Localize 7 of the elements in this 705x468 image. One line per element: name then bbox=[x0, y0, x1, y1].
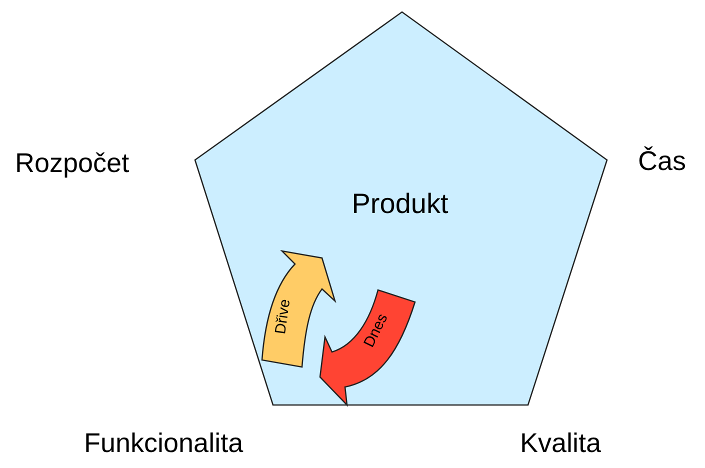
corner-label: Funkcionalita bbox=[84, 428, 244, 459]
corner-label: Kvalita bbox=[520, 428, 602, 459]
pentagon-label: Produkt bbox=[350, 188, 450, 220]
arrow-label: Dřive bbox=[271, 297, 295, 338]
corner-label: Rozpočet bbox=[15, 148, 130, 179]
corner-label: Čas bbox=[638, 146, 686, 177]
arrow-label: Dnes bbox=[360, 310, 392, 352]
